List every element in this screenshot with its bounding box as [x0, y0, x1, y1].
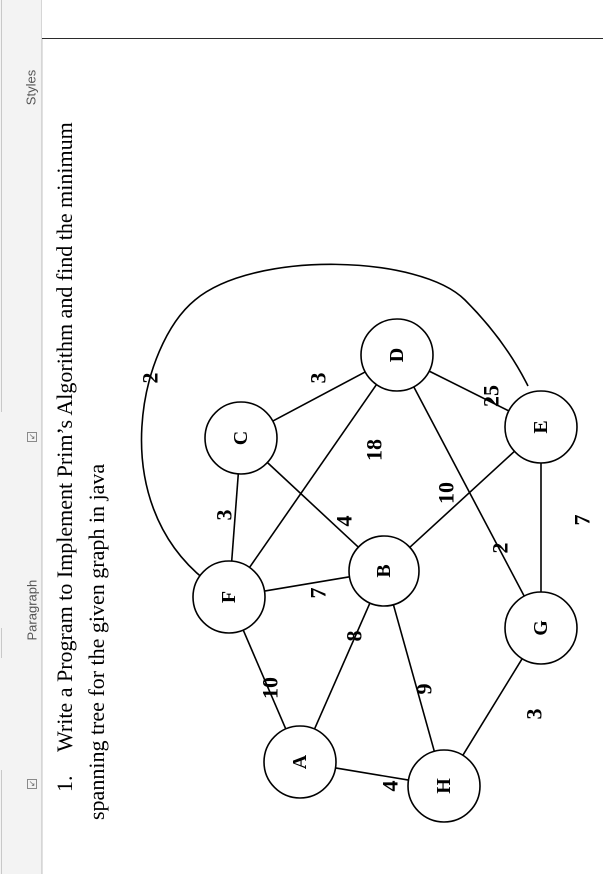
weight-c-d: 3	[306, 373, 331, 384]
graph-weights: 10 8 4 7 3 18 2 4 3 10 9 25 2 7 3	[138, 373, 595, 792]
ribbon-divider	[41, 0, 42, 874]
ribbon-separator-mid	[1, 628, 2, 658]
weight-c-b: 4	[332, 516, 357, 527]
node-e	[504, 390, 578, 464]
edge-b-h	[392, 604, 436, 752]
edge-c-b	[266, 461, 359, 548]
weight-f-a: 10	[258, 677, 283, 699]
node-g	[504, 591, 578, 665]
node-d	[360, 318, 434, 392]
edge-h-g	[462, 658, 523, 756]
weight-h-g: 3	[522, 709, 547, 720]
node-label-a: A	[289, 754, 311, 769]
weight-b-e: 10	[434, 482, 459, 504]
weight-f-c: 3	[212, 510, 237, 521]
styles-dialog-launcher-icon[interactable]: ↘	[27, 432, 37, 442]
node-f	[192, 560, 266, 634]
paragraph-dialog-launcher-icon[interactable]: ↘	[27, 779, 37, 789]
node-label-g: G	[530, 620, 552, 636]
edge-d-e	[428, 370, 510, 412]
ribbon-panel	[0, 0, 43, 874]
weight-d-e: 25	[479, 385, 504, 407]
node-h	[407, 749, 481, 823]
node-label-b: B	[373, 564, 395, 577]
node-label-c: C	[230, 431, 252, 445]
edge-d-g	[413, 386, 525, 597]
node-label-h: H	[433, 778, 455, 794]
styles-pane-header	[42, 0, 603, 39]
weight-f-d: 18	[362, 439, 387, 461]
weight-e-g: 7	[570, 515, 595, 526]
ribbon-separator-top	[1, 0, 2, 412]
edge-a-b	[313, 602, 371, 730]
edge-a-h	[335, 767, 409, 781]
edge-f-a	[242, 629, 287, 730]
node-label-e: E	[530, 420, 552, 433]
weight-d-g: 2	[488, 543, 513, 554]
weight-a-b: 8	[342, 631, 367, 642]
node-b	[348, 535, 420, 607]
edge-f-d	[248, 384, 378, 568]
weight-a-h: 4	[378, 781, 403, 792]
edge-f-e	[140, 263, 529, 581]
node-label-f: F	[218, 591, 240, 603]
ribbon-separator-bottom	[1, 770, 2, 874]
graph-nodes: A B C D E F G H	[192, 318, 578, 823]
weight-f-b: 7	[306, 588, 331, 599]
node-c	[204, 401, 278, 475]
node-label-d: D	[386, 348, 408, 362]
edge-c-d	[272, 371, 366, 422]
edge-f-c	[230, 473, 240, 562]
graph-edges	[140, 263, 542, 781]
edge-f-b	[264, 576, 350, 592]
edge-b-e	[409, 450, 516, 548]
weight-f-e: 2	[138, 373, 163, 384]
node-a	[263, 725, 337, 799]
weight-b-h: 9	[412, 684, 437, 695]
